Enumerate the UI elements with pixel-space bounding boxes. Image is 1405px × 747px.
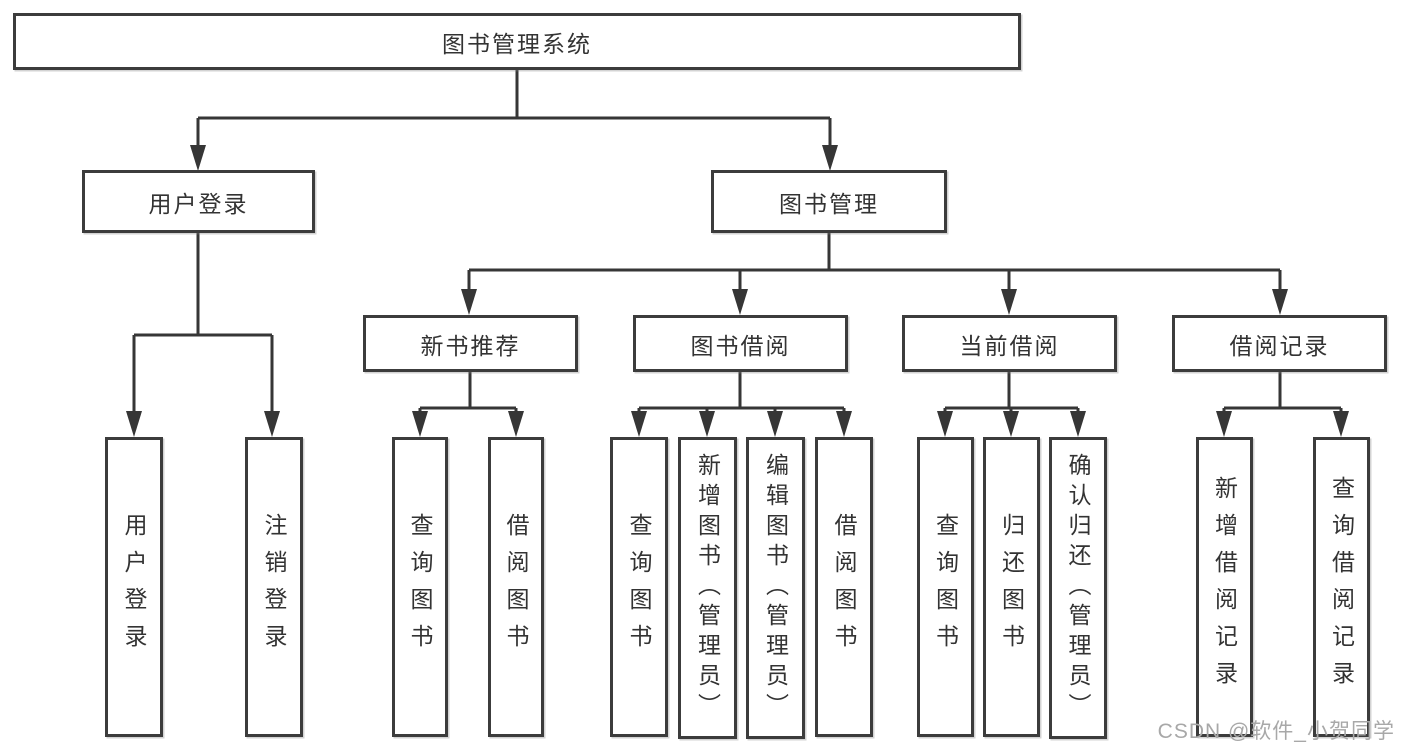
node-bb-edit-books-admin: 编辑图书（管理员） — [746, 437, 805, 739]
node-label: 编辑图书（管理员） — [762, 453, 789, 723]
node-label: 当前借阅 — [959, 332, 1060, 359]
node-label: 归还图书 — [998, 513, 1025, 661]
node-new-books: 新书推荐 — [363, 315, 578, 372]
node-cb-return-books: 归还图书 — [983, 437, 1040, 737]
node-label: 图书管理系统 — [442, 30, 592, 57]
node-cb-confirm-return-admin: 确认归还（管理员） — [1049, 437, 1107, 739]
node-label: 图书管理 — [779, 190, 879, 217]
node-library-system: 图书管理系统 — [13, 13, 1021, 70]
node-label: 查询图书 — [932, 513, 959, 661]
node-bb-add-books-admin: 新增图书（管理员） — [678, 437, 737, 739]
node-book-management: 图书管理 — [711, 170, 947, 233]
node-cb-query-books: 查询图书 — [917, 437, 974, 737]
node-user-login: 用户登录 — [82, 170, 315, 233]
node-nb-borrow-books: 借阅图书 — [488, 437, 544, 737]
node-label: 借阅图书 — [503, 513, 529, 661]
node-label: 查询图书 — [626, 513, 652, 661]
node-label: 查询借阅记录 — [1328, 476, 1355, 698]
node-label: 借阅图书 — [831, 513, 857, 661]
node-br-query-record: 查询借阅记录 — [1313, 437, 1370, 737]
node-label: 借阅记录 — [1229, 332, 1330, 359]
node-label: 图书借阅 — [690, 332, 791, 359]
node-label: 确认归还（管理员） — [1065, 453, 1091, 723]
node-logout: 注销登录 — [245, 437, 303, 737]
node-label: 新增借阅记录 — [1211, 476, 1238, 698]
node-nb-query-books: 查询图书 — [392, 437, 448, 737]
csdn-watermark: CSDN @软件_小贺同学 — [1157, 720, 1395, 743]
node-label: 查询图书 — [407, 513, 433, 661]
node-label: 用户登录 — [121, 513, 147, 661]
node-label: 用户登录 — [148, 190, 249, 217]
node-label: 新书推荐 — [420, 332, 521, 359]
node-borrow-records: 借阅记录 — [1172, 315, 1387, 372]
node-label: 新增图书（管理员） — [694, 453, 721, 723]
node-br-add-record: 新增借阅记录 — [1196, 437, 1253, 737]
node-current-borrow: 当前借阅 — [902, 315, 1117, 372]
node-login: 用户登录 — [105, 437, 163, 737]
node-bb-query-books: 查询图书 — [610, 437, 668, 737]
node-label: 注销登录 — [261, 513, 287, 661]
node-bb-borrow-books: 借阅图书 — [815, 437, 873, 737]
node-book-borrow: 图书借阅 — [633, 315, 848, 372]
